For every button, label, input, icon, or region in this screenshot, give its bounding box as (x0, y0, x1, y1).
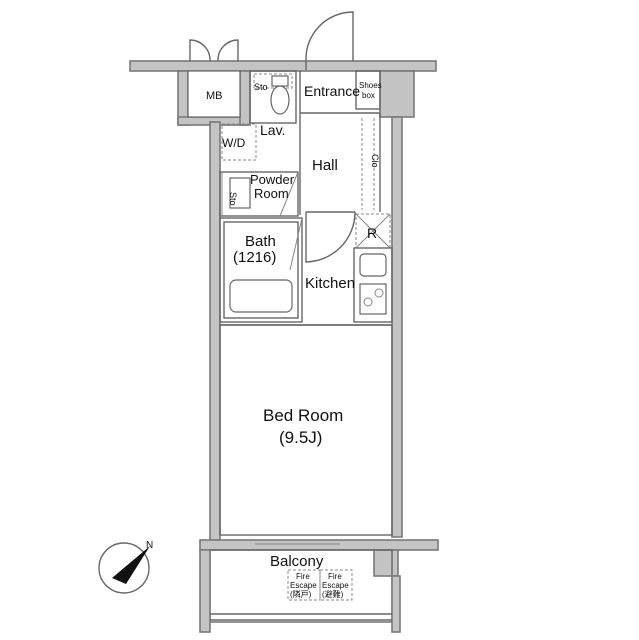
storage-label-1: Sto (254, 82, 268, 92)
bath (219, 217, 303, 323)
bath-label-2: (1216) (233, 249, 276, 266)
closet-label: Clo (370, 154, 380, 168)
washer-dryer-label: W/D (222, 136, 246, 150)
shoes-box-label-2: box (362, 91, 375, 100)
fire-escape-1: Fire Escape (隣戸) (290, 572, 317, 599)
powder-room (219, 123, 299, 217)
entrance-area (299, 70, 381, 215)
entrance-label: Entrance (304, 83, 360, 99)
shoes-box-label-1: Shoes (359, 81, 382, 90)
lavatory-label: Lav. (260, 122, 285, 138)
fire-escape-1-line2: Escape (290, 581, 317, 590)
fire-escape-2-line3: (避難) (322, 589, 344, 599)
powder-room-label-1: Powder (250, 172, 295, 187)
powder-room-label-2: Room (254, 186, 289, 201)
refrigerator-label: R (367, 225, 377, 241)
balcony (199, 539, 439, 633)
bedroom-label-1: Bed Room (263, 406, 343, 425)
kitchen-label: Kitchen (305, 275, 355, 292)
fire-escape-2-line2: Escape (322, 581, 349, 590)
bedroom (219, 324, 393, 536)
bedroom-label-2: (9.5J) (279, 428, 322, 447)
fire-escape-2: Fire Escape (避難) (322, 572, 349, 599)
mb-label: MB (206, 90, 223, 102)
compass: N (98, 540, 153, 594)
compass-north-label: N (146, 540, 153, 551)
mb-cupboard (187, 39, 241, 118)
fire-escape-1-line1: Fire (296, 572, 310, 581)
entrance-door (305, 11, 354, 70)
kitchen (305, 211, 393, 323)
hall-label: Hall (312, 157, 338, 174)
storage-label-2: Sto (228, 192, 238, 206)
balcony-label: Balcony (270, 553, 324, 570)
lavatory (249, 70, 297, 124)
fire-escape-1-line3: (隣戸) (290, 589, 312, 599)
fire-escape-2-line1: Fire (328, 572, 342, 581)
bath-label-1: Bath (245, 233, 276, 250)
north-arrow-icon (112, 546, 150, 584)
